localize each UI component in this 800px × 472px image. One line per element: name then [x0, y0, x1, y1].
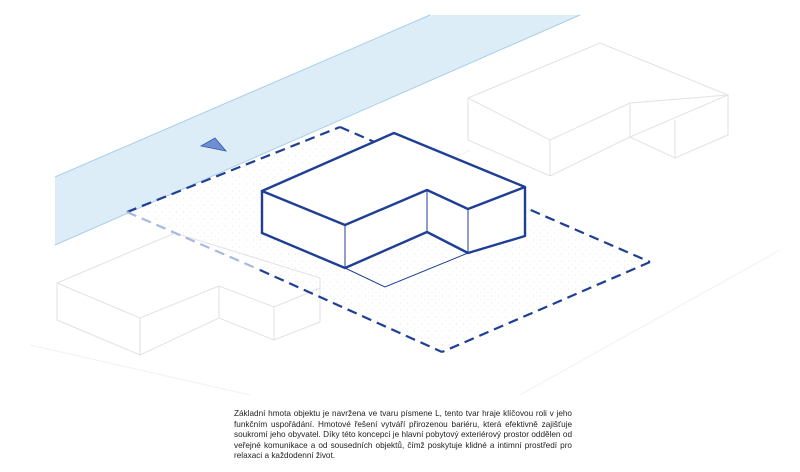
- l-shaped-house: [260, 131, 527, 288]
- triangle-arrow-icon: [199, 137, 228, 152]
- neighbor-building-right: [467, 42, 730, 177]
- road-edge-top: [54, 14, 431, 178]
- description-caption: Základní hmota objektu je navržena ve tv…: [234, 409, 572, 461]
- isometric-site-diagram: [29, 14, 781, 396]
- house-fill: [262, 133, 525, 268]
